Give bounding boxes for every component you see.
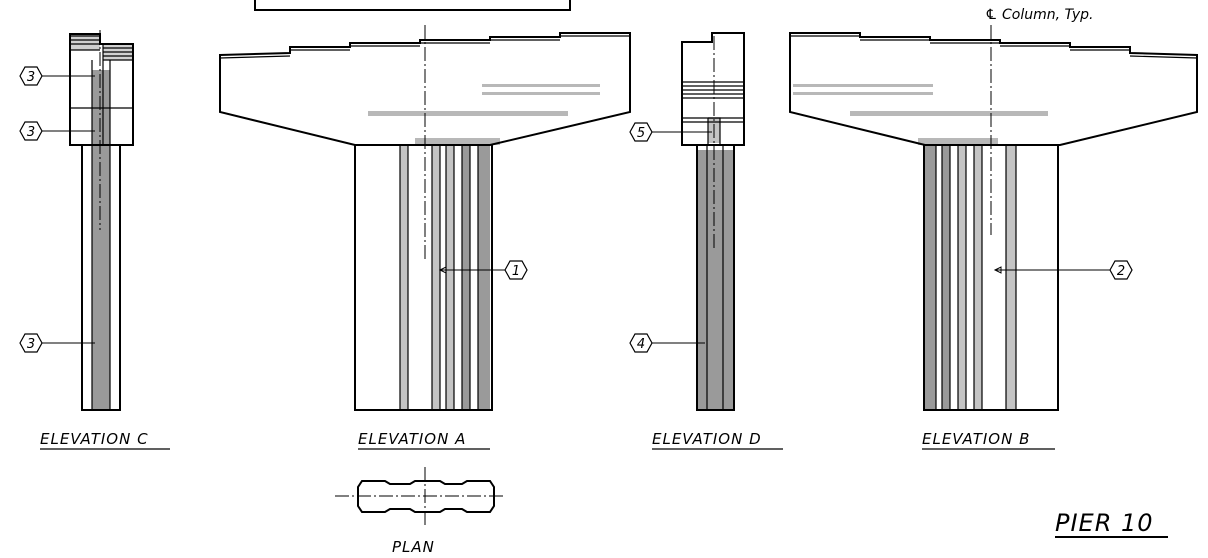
callout-d-top-label: 5 <box>637 126 645 141</box>
callout-c-mid: 3 <box>19 121 95 141</box>
cap-bar <box>482 84 600 87</box>
elevation-c-label: ELEVATION C <box>40 430 149 448</box>
rebar-strip <box>942 145 950 410</box>
cap-bar <box>415 138 500 145</box>
elevation-b-view <box>789 25 1198 411</box>
cap-bar <box>850 111 1048 116</box>
elevation-d-shade <box>697 150 734 410</box>
callout-c-mid-label: 3 <box>27 125 35 140</box>
elevation-c-view <box>69 30 134 411</box>
callout-d-low: 4 <box>629 333 705 353</box>
rebar-strip <box>974 145 982 410</box>
callout-c-low-label: 3 <box>27 337 35 352</box>
elevation-a-label: ELEVATION A <box>358 430 466 448</box>
callout-d-low-label: 4 <box>637 337 645 352</box>
elevation-d-view <box>681 32 745 411</box>
rebar-strip <box>958 145 966 410</box>
top-bracket <box>254 0 571 11</box>
callout-b-label: 2 <box>1117 264 1125 279</box>
rebar-strip <box>462 145 470 410</box>
plan-view <box>335 467 505 528</box>
callout-c-top: 3 <box>19 66 95 86</box>
rebar-strip <box>446 145 454 410</box>
elevation-c-cap-shade-left <box>70 34 100 50</box>
cap-bar <box>793 84 933 87</box>
callout-a-label: 1 <box>512 264 520 279</box>
callout-b: 2 <box>993 260 1133 280</box>
elevation-c-shade <box>92 70 110 410</box>
rebar-strip <box>478 145 490 410</box>
sheet-title: PIER 10 <box>1055 509 1154 537</box>
rebar-strip <box>400 145 408 410</box>
cap-bar <box>368 111 568 116</box>
elevation-d-label: ELEVATION D <box>652 430 762 448</box>
cap-bar <box>482 92 600 95</box>
centerline-note: ℄ Column, Typ. <box>985 7 1093 23</box>
plan-label: PLAN <box>392 538 435 556</box>
rebar-strip <box>1006 145 1016 410</box>
callout-c-low: 3 <box>19 333 95 353</box>
rebar-strip <box>432 145 440 410</box>
elevation-b-label: ELEVATION B <box>922 430 1030 448</box>
cap-bar <box>918 138 998 145</box>
rebar-strip <box>924 145 936 410</box>
cap-bar <box>793 92 933 95</box>
callout-c-top-label: 3 <box>27 70 35 85</box>
callout-a: 1 <box>438 260 528 280</box>
callout-d-top: 5 <box>629 122 712 142</box>
elevation-a-view <box>219 25 631 411</box>
